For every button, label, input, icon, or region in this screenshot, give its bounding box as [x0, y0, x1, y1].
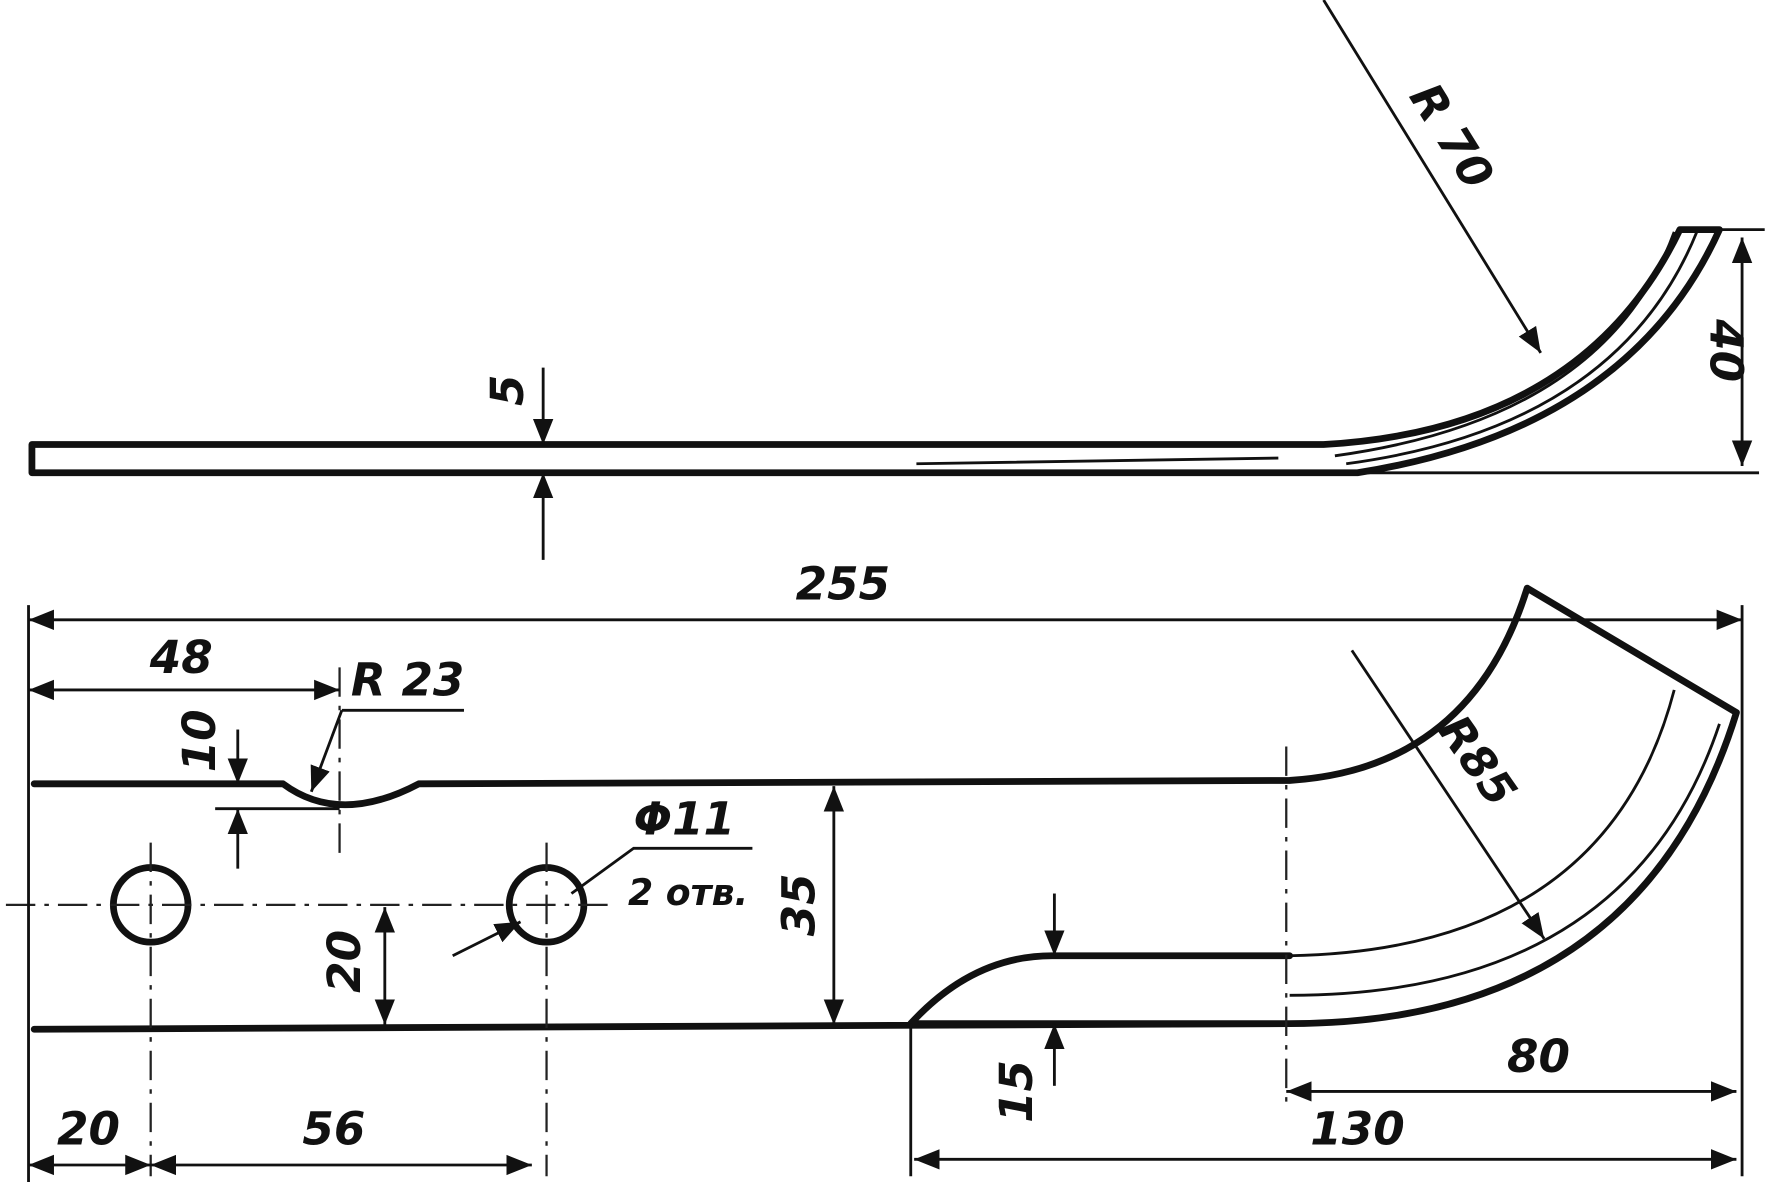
plan-view: 255 48 R 23 10 Φ11 2 отв. 35 20 15 R85 2… — [5, 557, 1744, 1182]
blade-plan-outline — [30, 584, 1740, 1033]
r85-leader — [1350, 649, 1546, 940]
notch-depth-label: 10 — [173, 709, 226, 772]
notch-position-label: 48 — [149, 631, 213, 684]
bevel-height-label: 15 — [990, 1060, 1043, 1123]
hole-diameter-label: Φ11 — [634, 793, 735, 846]
r23-label: R 23 — [351, 654, 465, 707]
bevel-arc-middle — [1289, 723, 1721, 997]
r23-leader — [309, 709, 344, 793]
bevel-arc-inner — [1289, 689, 1676, 958]
hole-count-label: 2 отв. — [628, 871, 748, 914]
hole-leader-shelf — [570, 846, 753, 895]
bend-length-label: 80 — [1507, 1030, 1570, 1083]
bevel-length-label: 130 — [1310, 1103, 1404, 1156]
r70-leader — [1322, 0, 1542, 354]
overall-length-label: 255 — [796, 557, 890, 610]
thickness-label: 5 — [481, 374, 534, 405]
hole-height-label: 20 — [318, 930, 371, 993]
hole-spacing-label: 56 — [302, 1103, 365, 1156]
height-label: 40 — [1699, 318, 1752, 382]
edge-to-hole-label: 20 — [57, 1103, 120, 1156]
hole-leader-lower — [452, 920, 522, 958]
bevel-lines — [916, 231, 1699, 466]
r70-label: R 70 — [1399, 74, 1504, 198]
width-label: 35 — [773, 873, 826, 936]
side-view: 40 R 70 5 — [28, 0, 1765, 560]
